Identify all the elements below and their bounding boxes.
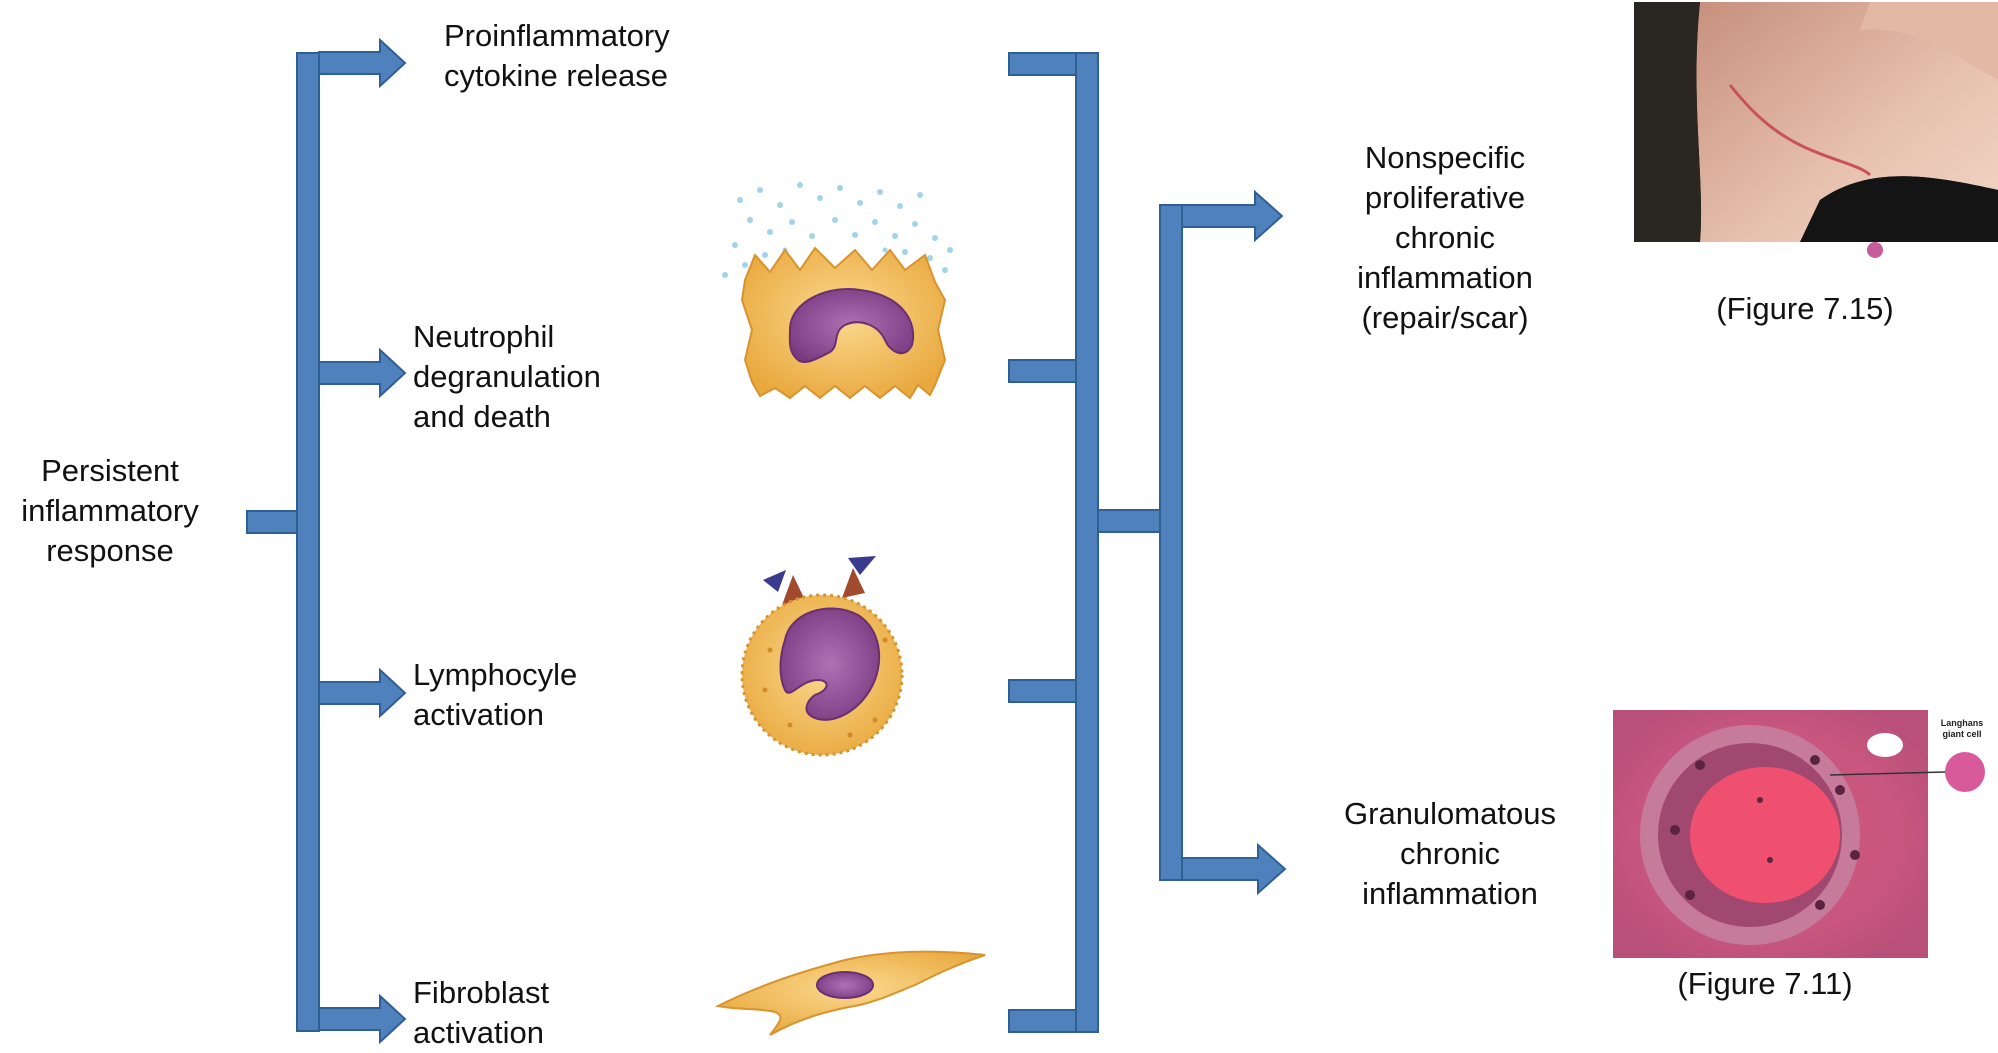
langhans-inset-label: Langhans giant cell <box>1940 718 1984 739</box>
arrow-to-fibroblast <box>318 993 407 1045</box>
outcome-connector <box>1159 189 1287 896</box>
langhans-cell-marker <box>1945 752 1985 792</box>
collect-lymphocyte <box>1008 679 1077 703</box>
arrow-to-cytokine <box>318 37 407 89</box>
fibroblast-nucleus <box>816 971 874 999</box>
collect-cytokine <box>1008 52 1077 76</box>
arrow-to-granulomatous <box>1181 842 1287 896</box>
response-label-cytokine: Proinflammatory cytokine release <box>444 18 670 93</box>
released-granules <box>722 182 953 278</box>
lymphocyte-cell-illustration <box>740 556 904 757</box>
receptor-right <box>842 568 865 598</box>
response-arrows <box>318 37 407 1045</box>
response-label-neutrophil: Neutrophil degranulation and death <box>413 319 601 434</box>
figure-caption-granulomatous: (Figure 7.11) <box>1677 966 1853 1001</box>
source-stub <box>246 510 298 534</box>
receptor-right-antigen <box>848 556 876 575</box>
granuloma-center <box>1690 767 1840 903</box>
lymphocyte-granules <box>762 637 888 738</box>
receptor-left-antigen <box>763 570 786 592</box>
granuloma-histology-photo <box>1613 710 1985 958</box>
source-connector <box>246 52 320 1032</box>
collect-outlet <box>1097 509 1161 533</box>
collecting-bracket <box>1008 52 1161 1033</box>
response-label-lymphocyte: Lymphocyle activation <box>413 657 578 732</box>
outcome-label-granulomatous: Granulomatous chronic inflammation <box>1344 796 1556 911</box>
scar-line <box>1728 84 1872 177</box>
arrow-to-neutrophil <box>318 347 407 399</box>
collect-neutrophil <box>1008 359 1077 383</box>
collect-fibroblast <box>1008 1009 1077 1033</box>
figure-caption-nonspecific: (Figure 7.15) <box>1716 291 1894 326</box>
source-label: Persistent inflammatory response <box>21 453 199 568</box>
collect-spine <box>1075 52 1099 1033</box>
arrow-to-nonspecific <box>1181 189 1284 243</box>
neck-scar-photo <box>1634 2 1998 258</box>
outcome-label-nonspecific: Nonspecific proliferative chronic inflam… <box>1357 140 1533 335</box>
left-bracket-spine <box>296 52 320 1032</box>
fibroblast-cell-illustration <box>714 950 986 1036</box>
arrow-to-lymphocyte <box>318 667 407 719</box>
lymphocyte-nucleus <box>779 607 881 721</box>
neutrophil-cell-illustration <box>722 182 953 400</box>
response-label-fibroblast: Fibroblast activation <box>413 975 550 1050</box>
neutrophil-nucleus <box>788 288 915 363</box>
outcome-spine <box>1159 204 1183 881</box>
receptor-left <box>782 575 805 605</box>
